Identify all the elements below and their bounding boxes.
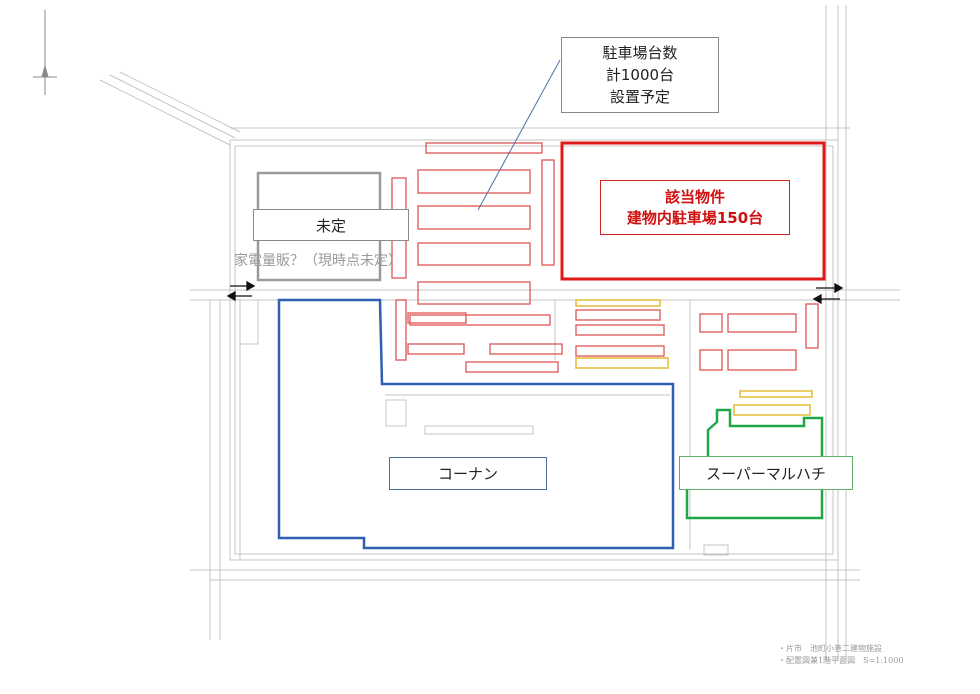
- appliance-store-note: 家電量販？（現時点未定）: [234, 253, 402, 269]
- target-property-outline: [560, 141, 826, 281]
- konan-building-outline: [277, 298, 675, 550]
- parking-count-callout: 駐車場台数 計1000台 設置予定: [561, 37, 719, 113]
- undecided-label: 未定: [253, 209, 409, 241]
- supermarket-building-outline: [685, 408, 824, 520]
- background-drawing: [99, 5, 900, 660]
- target-property-label: 該当物件 建物内駐車場150台: [600, 180, 790, 235]
- konan-label: コーナン: [389, 457, 547, 490]
- drawing-title-block: ・片市 池町小巻二建物施設 ・配置図兼1階平面図 S=1:1000: [778, 644, 904, 665]
- north-arrow-icon: [33, 10, 57, 95]
- entrance-arrows-right: [812, 282, 844, 305]
- supermarket-label: スーパーマルハチ: [679, 456, 853, 490]
- entrance-arrows-left: [226, 280, 256, 302]
- callout-leader-line: [477, 59, 561, 211]
- yellow-parking-stalls: [575, 299, 813, 416]
- parking-stalls: [391, 142, 819, 373]
